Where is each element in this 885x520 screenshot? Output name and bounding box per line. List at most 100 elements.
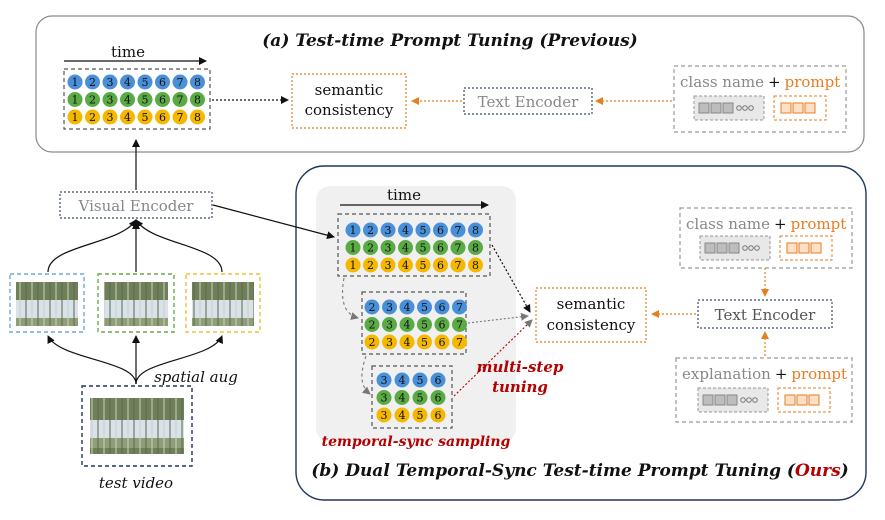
frame-number: 3: [385, 242, 392, 255]
arrow-video-to-aug1: [47, 335, 137, 385]
frame-dot: [417, 334, 432, 350]
frame-dot: [102, 109, 118, 125]
token-row-b1: [699, 235, 833, 261]
frames-box-b3: [371, 365, 453, 429]
frame-number: 5: [420, 242, 427, 255]
prompt-text-b1: prompt: [791, 215, 847, 233]
frame-number: 5: [421, 319, 428, 332]
frame-number: 3: [385, 224, 392, 237]
frame-dot: [398, 257, 413, 273]
frame-number: 2: [89, 76, 96, 89]
explanation-text-b: explanation: [682, 365, 771, 383]
frame-number: 6: [439, 319, 446, 332]
frame-number: 7: [455, 242, 462, 255]
explanation-prompt-label-b: explanation+prompt: [682, 365, 847, 383]
plus-text-b2: +: [775, 365, 788, 383]
spatial-aug-label: spatial aug: [154, 368, 238, 386]
frame-dot: [85, 74, 100, 90]
frame-dot: [137, 109, 153, 125]
frame-dot: [399, 317, 415, 332]
frame-number: 7: [456, 336, 463, 349]
frame-dot: [363, 222, 378, 238]
prompt-token: [798, 242, 810, 254]
frame-dot: [450, 257, 466, 273]
frame-number: 4: [402, 224, 409, 237]
class-token: [722, 102, 734, 114]
ellipsis-dot: [742, 245, 748, 251]
plus-text-a: +: [768, 73, 781, 91]
ellipsis-dot: [736, 105, 742, 111]
class-token: [704, 242, 716, 254]
frame-number: 3: [107, 111, 114, 124]
frame-number: 2: [369, 301, 376, 314]
frame-number: 5: [142, 76, 149, 89]
token-row-b2: [697, 387, 831, 413]
frame-number: 5: [420, 259, 427, 272]
frame-dot: [450, 240, 466, 255]
ellipsis-dot: [748, 105, 754, 111]
frame-dot: [363, 240, 378, 255]
semantic-label-b-line1: semantic: [557, 295, 626, 313]
frame-dot: [415, 257, 431, 273]
frame-dot: [345, 222, 361, 238]
frame-number: 3: [386, 319, 393, 332]
frame-dot: [468, 257, 483, 273]
frame-dot: [380, 222, 396, 238]
ellipsis-dot: [752, 397, 758, 403]
prompt-text-b2: prompt: [791, 365, 847, 383]
frame-dot: [380, 257, 396, 273]
ellipsis-dot: [746, 397, 752, 403]
visual-encoder-box: [59, 191, 213, 219]
frame-dot: [85, 92, 100, 107]
frame-number: 2: [89, 111, 96, 124]
frame-dot: [380, 240, 396, 255]
frame-dot: [398, 222, 413, 238]
frame-number: 6: [435, 409, 442, 422]
frame-number: 6: [439, 301, 446, 314]
frame-number: 4: [399, 374, 406, 387]
frame-dot: [382, 317, 397, 332]
frame-dot: [394, 372, 410, 388]
arrow-aug1-to-encoder: [47, 219, 137, 273]
frame-number: 2: [367, 259, 374, 272]
frame-dot: [172, 92, 188, 107]
semantic-label-b-line2: consistency: [547, 316, 636, 334]
prompt-text-a: prompt: [785, 73, 841, 91]
frame-dot: [120, 109, 135, 125]
frame-dot: [452, 317, 467, 332]
frame-dot: [363, 257, 378, 273]
frame-dot: [415, 222, 431, 238]
frame-number: 7: [456, 301, 463, 314]
frame-dot: [345, 240, 361, 255]
frame-dot: [450, 222, 466, 238]
frame-number: 8: [194, 76, 201, 89]
frame-number: 5: [417, 392, 424, 405]
frame-number: 6: [159, 94, 166, 107]
time-label-a: time: [111, 43, 145, 61]
prompt-token: [786, 242, 798, 254]
frames-box-b1: [337, 213, 491, 277]
frame-dot: [452, 334, 467, 350]
frame-number: 5: [417, 374, 424, 387]
frame-number: 5: [142, 111, 149, 124]
ellipsis-dot: [740, 397, 746, 403]
frame-number: 3: [107, 94, 114, 107]
frame-dot: [468, 240, 483, 255]
prompt-token: [784, 394, 796, 406]
frame-dot: [155, 109, 170, 125]
frame-dot: [433, 222, 448, 238]
frame-dot: [434, 334, 450, 350]
temporal-sync-label: temporal-sync sampling: [322, 434, 511, 450]
frame-number: 6: [437, 242, 444, 255]
frame-number: 2: [367, 224, 374, 237]
frame-dot: [67, 109, 83, 125]
arrow-aug3-to-encoder: [135, 219, 223, 273]
frame-number: 6: [435, 374, 442, 387]
frame-number: 3: [386, 301, 393, 314]
frame-number: 7: [455, 259, 462, 272]
frame-number: 4: [124, 76, 131, 89]
frame-number: 5: [142, 94, 149, 107]
